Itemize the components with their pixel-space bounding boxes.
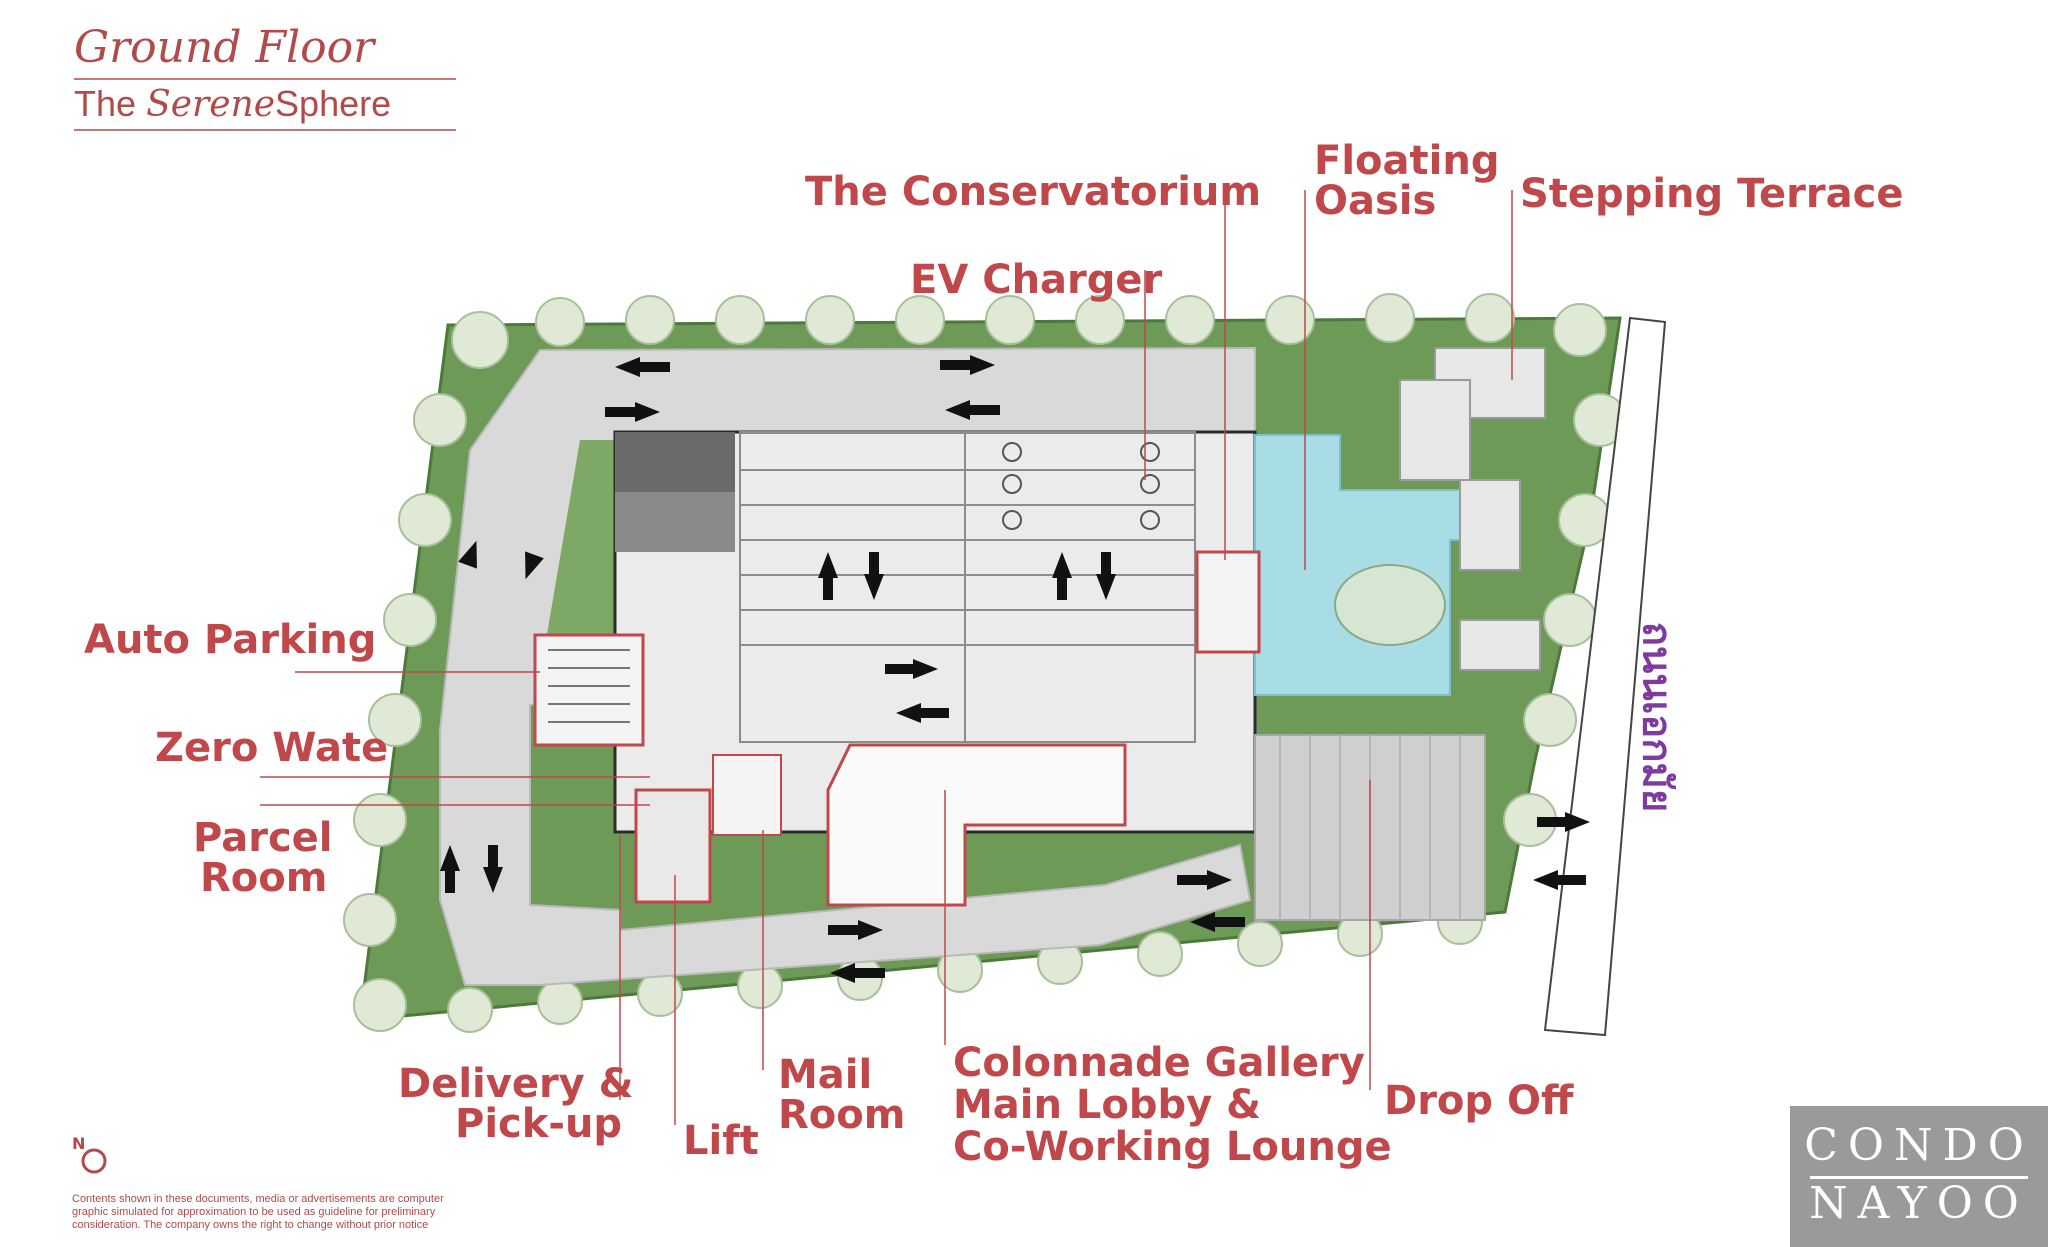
label-mail-room-line2: Room [778, 1092, 906, 1138]
page-title: Ground Floor [74, 22, 375, 73]
lift-core [634, 788, 712, 904]
label-zero-waste: Zero Wate [155, 725, 389, 771]
label-lift: Lift [683, 1118, 759, 1164]
compass-letter: N [72, 1134, 86, 1153]
stepping-terrace [1399, 347, 1546, 671]
auto-parking-lines [548, 649, 630, 723]
tree-canopy [343, 293, 1627, 1033]
page-subtitle: The SereneSphere [74, 80, 456, 129]
label-floating-oasis-line1: Floating [1314, 138, 1500, 184]
pool-island [1334, 564, 1446, 646]
compass-icon [81, 1148, 107, 1174]
label-drop-off: Drop Off [1384, 1078, 1574, 1124]
subtitle-italic: Serene [146, 84, 276, 125]
condo-nayoo-logo: CONDO NAYOO [1790, 1106, 2048, 1247]
label-colonnade-line1: Colonnade Gallery [953, 1040, 1365, 1086]
label-colonnade-line3: Co-Working Lounge [953, 1124, 1392, 1170]
auto-parking-room [533, 633, 645, 747]
core-grey [615, 492, 735, 552]
logo-line2: NAYOO [1809, 1178, 2029, 1229]
mail-room [712, 754, 782, 836]
logo-divider [1810, 1176, 2028, 1179]
conservatorium-room [1195, 550, 1261, 654]
main-lobby [826, 743, 1127, 907]
label-parcel-room-line1: Parcel [193, 815, 333, 861]
ekkamai-road [1543, 316, 1667, 1037]
label-delivery-line1: Delivery & [398, 1061, 634, 1107]
subtitle-pre: The [74, 83, 137, 124]
label-ev-charger: EV Charger [910, 257, 1163, 303]
subtitle-rule [74, 129, 456, 131]
label-conservatorium: The Conservatorium [805, 169, 1262, 215]
subtitle-post: Sphere [275, 83, 392, 124]
label-parcel-room-line2: Room [200, 855, 328, 901]
traffic-arrows [440, 355, 1590, 983]
label-auto-parking: Auto Parking [84, 617, 377, 663]
label-floating-oasis-line2: Oasis [1314, 178, 1437, 224]
disclaimer-text: Contents shown in these documents, media… [72, 1193, 444, 1231]
road-name: ถนนเอกมัย [1633, 621, 1680, 813]
label-delivery-line2: Pick-up [455, 1101, 623, 1147]
parking-bays [739, 431, 1196, 743]
label-stepping-terrace: Stepping Terrace [1520, 171, 1904, 217]
leader-lines [260, 190, 1513, 1125]
logo-line1: CONDO [1804, 1120, 2034, 1171]
label-colonnade-line2: Main Lobby & [953, 1082, 1262, 1128]
title-rule [74, 78, 456, 80]
ev-charger-icons [1002, 442, 1160, 530]
label-mail-room-line1: Mail [778, 1052, 873, 1098]
title-block: Ground Floor The SereneSphere [74, 18, 456, 131]
